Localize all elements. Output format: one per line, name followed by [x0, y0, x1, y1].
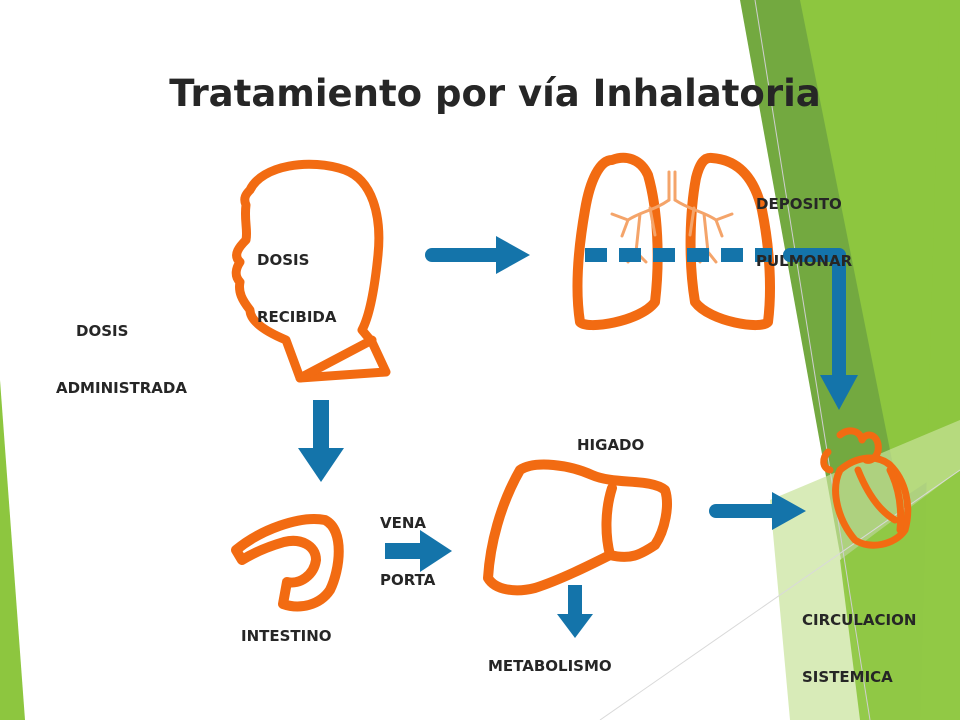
slide-title: Tratamiento por vía Inhalatoria: [169, 72, 821, 115]
label-vena-porta: VENA PORTA: [380, 514, 436, 589]
arrow-intestine-to-liver: [385, 530, 452, 572]
arrow-head-to-lungs: [425, 236, 530, 274]
arrow-liver-to-metabolism: [557, 585, 593, 638]
label-dosis-administrada: DOSIS ADMINISTRADA: [56, 322, 187, 397]
intestine-icon: [231, 514, 344, 612]
label-deposito-pulmonar: DEPOSITO PULMONAR: [756, 195, 853, 270]
label-circulacion-sistemica: CIRCULACION SISTEMICA: [802, 611, 917, 686]
lungs-icon: [572, 152, 775, 330]
label-higado: HIGADO: [577, 436, 645, 454]
arrow-liver-to-circulation: [709, 492, 806, 530]
label-intestino: INTESTINO: [241, 627, 332, 645]
head-profile-icon: [231, 159, 391, 383]
liver-icon: [483, 459, 672, 596]
green-decoration-right: [599, 0, 960, 720]
arrow-lungs-to-circulation: [585, 248, 858, 410]
label-dosis-recibida: DOSIS RECIBIDA: [257, 251, 337, 326]
green-decoration-left: [0, 380, 25, 720]
arrow-head-to-intestine: [298, 400, 344, 482]
flow-arrows: [298, 236, 858, 638]
label-metabolismo: METABOLISMO: [488, 657, 612, 675]
heart-icon: [820, 427, 912, 549]
